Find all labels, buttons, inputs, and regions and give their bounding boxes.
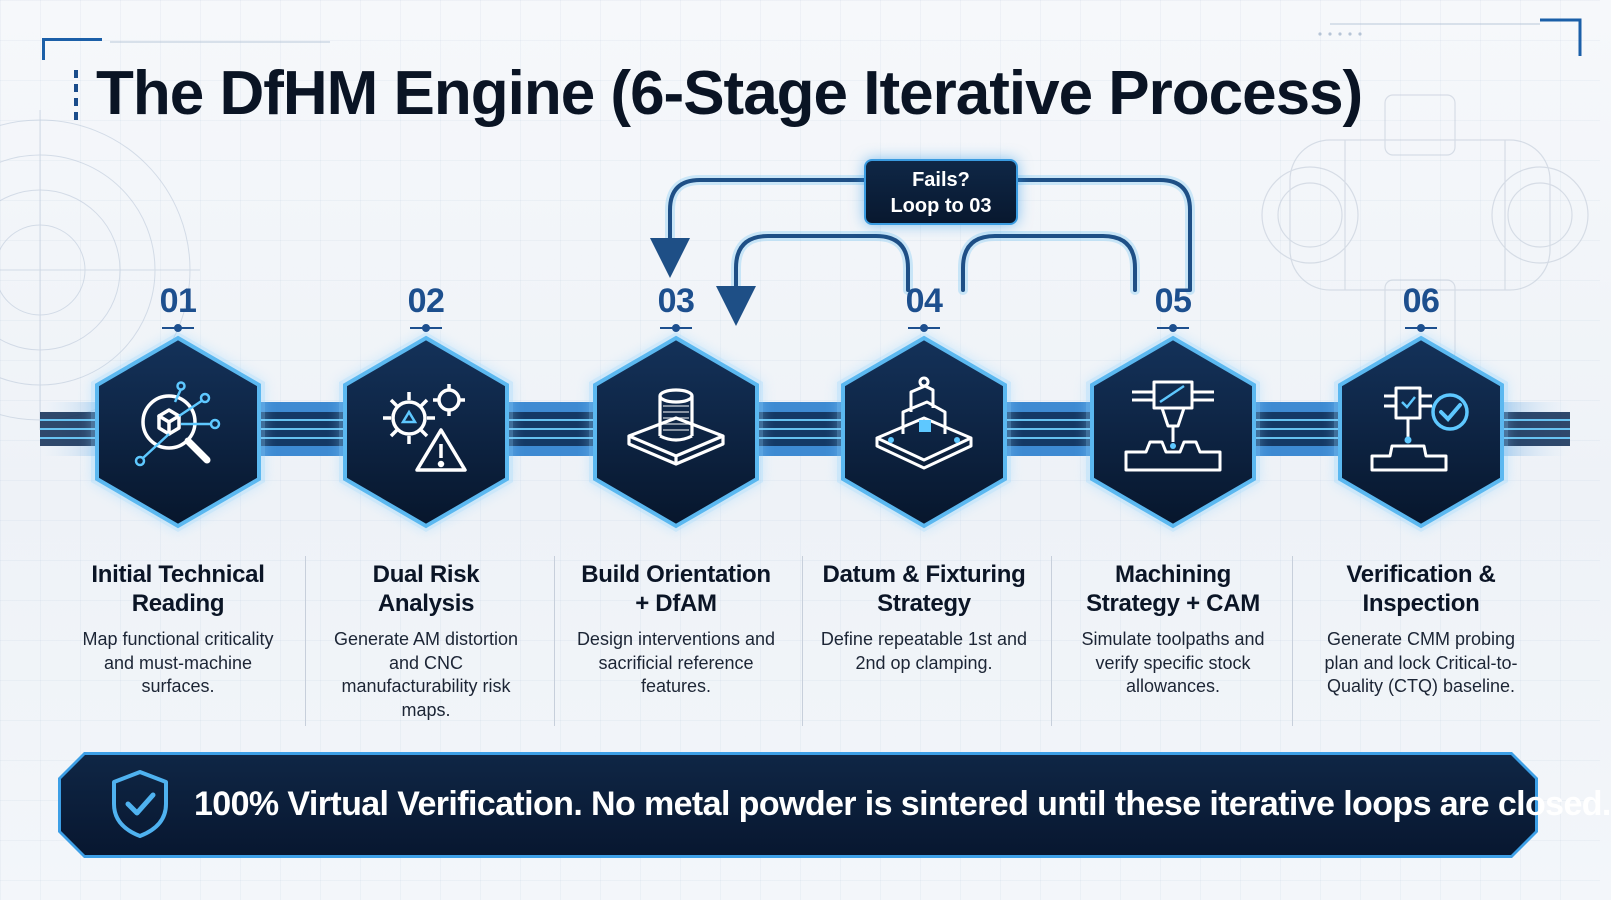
stage-number-04: 04 [905, 282, 943, 320]
loop-label-box: Fails? Loop to 03 [864, 159, 1018, 225]
loop-label-line1: Fails? [912, 169, 970, 191]
circuit-band [40, 402, 1570, 456]
stage-title-05-line1: Machining [1115, 561, 1231, 588]
stage-desc-06: Generate CMM probing plan and lock Criti… [1324, 629, 1518, 696]
stage-title-01-line1: Initial Technical [91, 561, 265, 588]
loop-label-line2: Loop to 03 [890, 195, 992, 217]
stage-title-04: Datum & Fixturing Strategy [809, 560, 1039, 618]
stage-number-05: 05 [1154, 282, 1192, 320]
stage-title-01-line2: Reading [131, 590, 225, 617]
stage-number-01: 01 [159, 282, 197, 320]
stage-desc-04: Define repeatable 1st and 2nd op clampin… [820, 629, 1028, 673]
page-title: The DfHM Engine (6-Stage Iterative Proce… [96, 59, 1363, 128]
stage-desc-05: Simulate toolpaths and verify specific s… [1081, 629, 1265, 696]
stage-title-06-line2: Inspection [1362, 590, 1480, 617]
stage-desc-03: Design interventions and sacrificial ref… [576, 629, 776, 696]
stage-divider [1051, 556, 1052, 726]
stage-title-02-line1: Dual Risk [372, 561, 480, 588]
stage-title-05: Machining Strategy + CAM [1058, 560, 1288, 618]
stage-number-03: 03 [657, 282, 695, 320]
stage-title-02: Dual Risk Analysis [311, 560, 541, 618]
stage-divider [1292, 556, 1293, 726]
stage-title-04-line1: Datum & Fixturing [822, 561, 1026, 588]
verification-banner-text: 100% Virtual Verification. No metal powd… [194, 785, 1611, 823]
stage-title-03-line2: + DfAM [635, 590, 717, 617]
stage-title-04-line2: Strategy [877, 590, 971, 617]
verification-banner [61, 755, 1535, 855]
stage-title-05-line2: Strategy + CAM [1086, 590, 1260, 617]
fixture-clamp-icon [875, 376, 973, 470]
stage-divider [305, 556, 306, 726]
stage-divider [802, 556, 803, 726]
magnifier-cube-icon [134, 381, 221, 467]
cmm-probe-check-icon [1370, 386, 1469, 472]
title-corner-bracket [42, 38, 102, 60]
stage-number-06: 06 [1402, 282, 1440, 320]
stage-ticks [162, 324, 1437, 332]
stage-title-03-line1: Build Orientation [581, 561, 771, 588]
stage-title-03: Build Orientation + DfAM [561, 560, 791, 618]
stage-hexagons [91, 332, 1508, 532]
cnc-spindle-icon [1124, 380, 1222, 472]
shield-check-icon [112, 770, 168, 838]
stage-desc-01: Map functional criticality and must-mach… [82, 629, 274, 696]
stage-divider [554, 556, 555, 726]
cylinder-build-plate-icon [627, 388, 725, 466]
gears-warning-icon [383, 384, 467, 472]
stage-title-01: Initial Technical Reading [63, 560, 293, 618]
stage-title-06-line1: Verification & [1346, 561, 1496, 588]
stage-title-06: Verification & Inspection [1306, 560, 1536, 618]
stage-desc-02: Generate AM distortion and CNC manufactu… [333, 629, 519, 720]
title-accent-bar [74, 70, 78, 122]
stage-title-02-line2: Analysis [377, 590, 475, 617]
stage-number-02: 02 [407, 282, 445, 320]
